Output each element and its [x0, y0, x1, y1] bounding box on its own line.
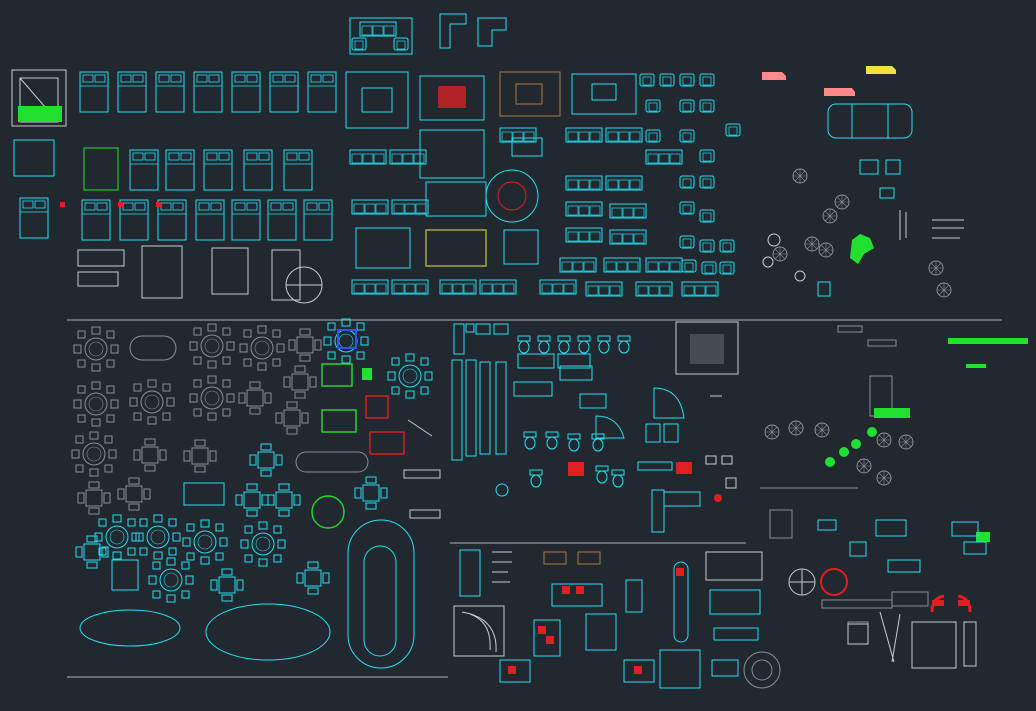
misc-decor-blocks[interactable] — [760, 325, 1028, 669]
bed-blocks[interactable] — [11, 69, 337, 304]
top-sofa-blocks[interactable] — [349, 13, 507, 55]
sofa-blocks[interactable] — [345, 71, 741, 297]
vehicle-plant-blocks[interactable] — [762, 66, 964, 298]
dining-table-blocks[interactable] — [71, 318, 441, 669]
region-dividers — [67, 319, 1002, 678]
stairs-office-blocks[interactable] — [453, 549, 781, 689]
bathroom-kitchen-blocks[interactable] — [451, 321, 739, 533]
